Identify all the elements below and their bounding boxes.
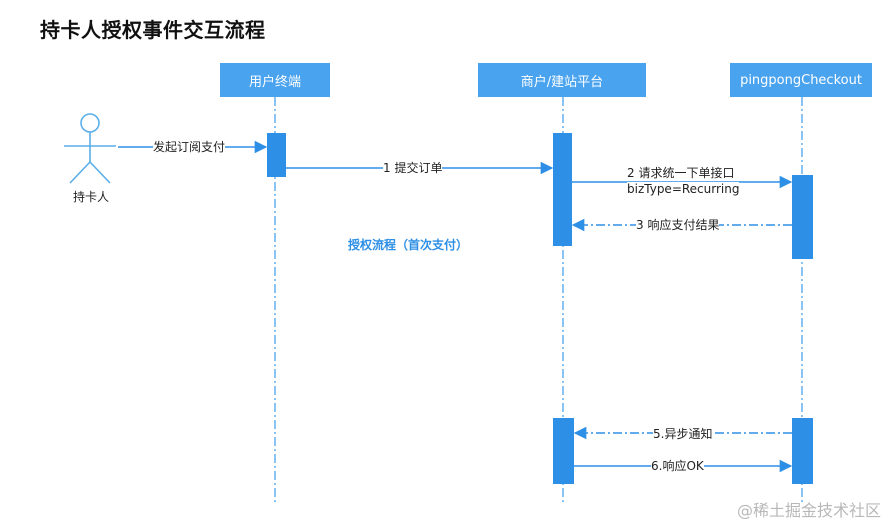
message-submit-order: 1 提交订单: [383, 161, 443, 176]
watermark: @稀土掘金技术社区: [736, 501, 881, 520]
page-title: 持卡人授权事件交互流程: [40, 18, 266, 42]
cardholder-actor-icon: [64, 113, 116, 184]
activation-bar-merchant-1: [553, 133, 572, 246]
activation-bar-checkout-1: [792, 175, 813, 259]
message-respond-ok: 6.响应OK: [651, 459, 704, 474]
participant-user-terminal: 用户终端: [220, 63, 330, 97]
section-label: 授权流程（首次支付）: [348, 238, 469, 252]
message-subscribe-pay: 发起订阅支付: [153, 140, 226, 155]
participant-pingpong-checkout: pingpongCheckout: [730, 63, 872, 97]
activation-bar-merchant-2: [553, 418, 574, 484]
participant-merchant-platform: 商户/建站平台: [478, 63, 646, 97]
message-unified-order-request: 2 请求统一下单接口: [627, 166, 735, 181]
message-biztype: bizType=Recurring: [627, 182, 740, 197]
message-payment-result: 3 响应支付结果: [636, 218, 720, 233]
actor-label: 持卡人: [73, 190, 110, 204]
activation-bar-terminal: [267, 133, 286, 177]
activation-bar-checkout-2: [792, 418, 813, 484]
message-async-notify: 5.异步通知: [653, 427, 713, 442]
